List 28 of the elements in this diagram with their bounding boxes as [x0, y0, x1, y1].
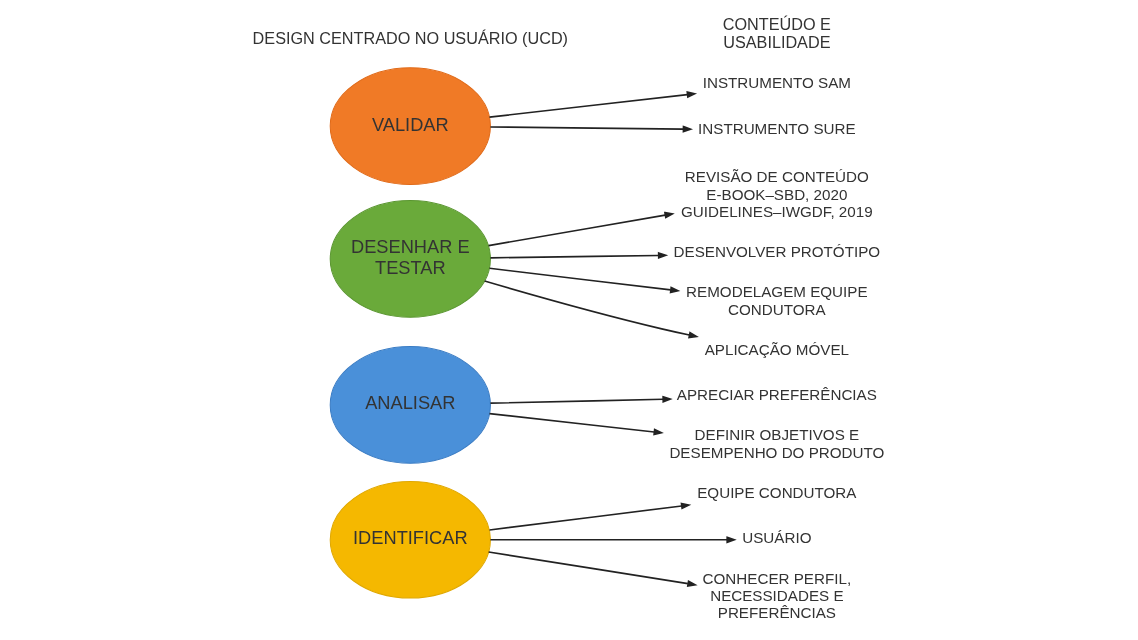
node-text: EQUIPE CONDUTORA: [697, 483, 857, 501]
node-ellipse: IDENTIFICAR: [329, 480, 491, 599]
label: DESIGN CENTRADO NO USUÁRIO (UCD): [252, 28, 569, 47]
node-ellipse: DESENHAR E TESTAR: [329, 200, 491, 318]
node-text: REMODELAGEM EQUIPE CONDUTORA: [686, 283, 868, 318]
arrow: [489, 125, 693, 133]
node-text: INSTRUMENTO SURE: [698, 119, 856, 137]
node-text: REVISÃO DE CONTEÚDO E-BOOK–SBD, 2020 GUIDELINES–IWGDF, 2019: [681, 168, 873, 220]
node-text: APRECIAR PREFERÊNCIAS: [676, 386, 877, 404]
node-text: APLICAÇÃO MÓVEL: [704, 340, 850, 358]
arrow: [488, 267, 681, 294]
node-ellipse: ANALISAR: [329, 346, 491, 464]
node-text: INSTRUMENTO SAM: [702, 74, 851, 92]
arrow: [487, 211, 675, 247]
arrow: [487, 551, 698, 588]
label: CONTEÚDO E USABILIDADE: [722, 14, 831, 51]
node-text: CONHECER PERFIL, NECESSIDADES E PREFERÊNCIAS: [702, 569, 852, 622]
arrow: [488, 91, 698, 118]
arrow: [488, 502, 692, 531]
node-text: DEFINIR OBJETIVOS E DESEMPENHO DO PRODUTO: [669, 426, 885, 461]
arrow: [489, 395, 673, 404]
arrow: [489, 536, 737, 544]
node-text: DESENVOLVER PROTÓTIPO: [673, 243, 881, 261]
arrow: [488, 412, 664, 436]
node-text: USUÁRIO: [742, 529, 812, 547]
node-ellipse: VALIDAR: [329, 67, 491, 185]
arrow: [483, 280, 699, 339]
arrow: [489, 251, 669, 260]
